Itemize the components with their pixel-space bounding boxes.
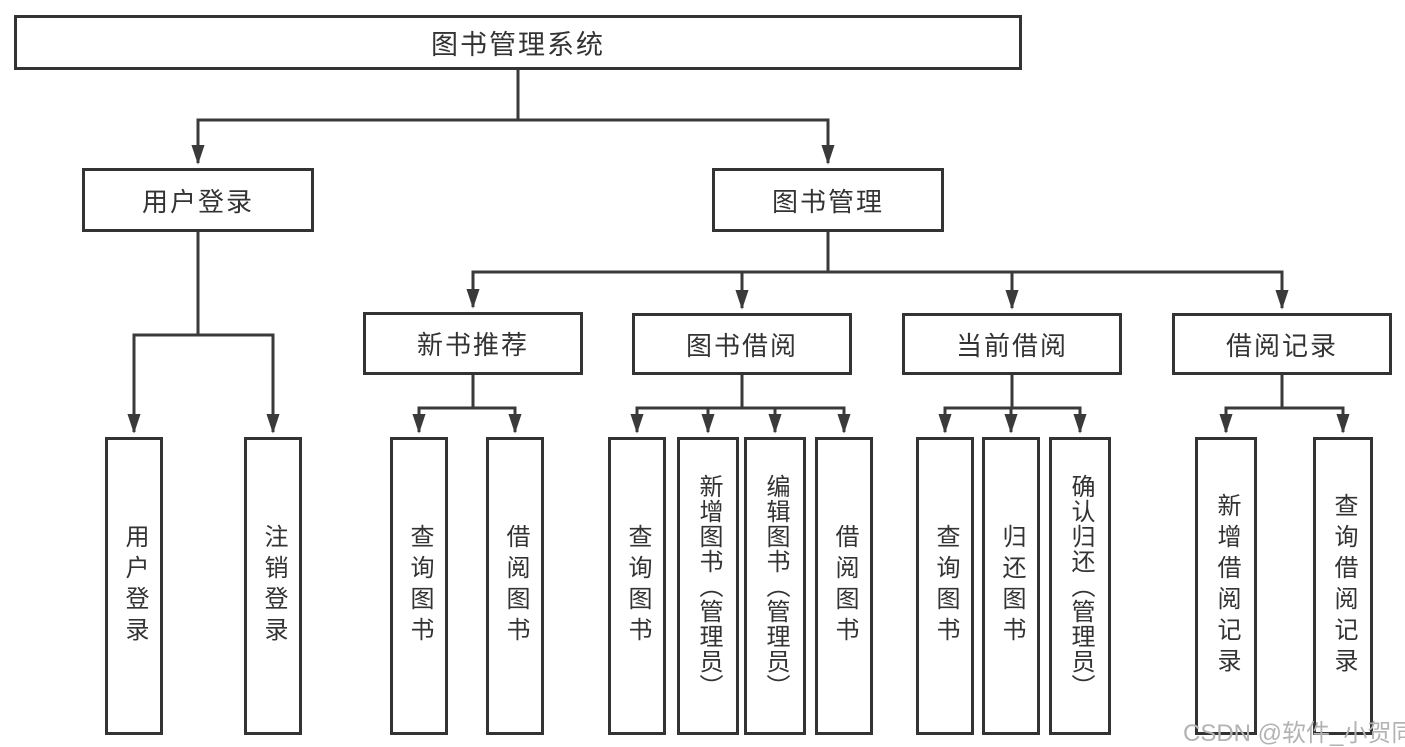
connector-user-login-to-children	[127, 232, 280, 434]
node-book-borrowing: 图书借阅	[632, 313, 852, 375]
node-label: 编辑图书（管理员）	[762, 473, 789, 699]
node-borrow-books-newbooks: 借阅图书	[486, 437, 544, 735]
connector-book-mgmt-to-level3	[466, 232, 1289, 310]
node-confirm-return-admin: 确认归还（管理员）	[1049, 437, 1111, 735]
connector-current-borrow-to-children	[938, 375, 1087, 434]
node-label: 新书推荐	[416, 330, 529, 360]
node-label: 确认归还（管理员）	[1067, 473, 1094, 699]
node-label: 借阅图书	[502, 524, 529, 648]
node-label: 查询借阅记录	[1330, 493, 1357, 679]
node-label: 用户登录	[141, 186, 254, 217]
node-label: 用户登录	[121, 524, 148, 648]
node-label: 查询图书	[406, 524, 433, 648]
connector-new-books-to-children	[412, 375, 522, 434]
connector-root-to-level2	[191, 70, 835, 165]
node-label: 新增借阅记录	[1213, 493, 1240, 679]
node-add-books-admin: 新增图书（管理员）	[677, 437, 739, 735]
node-query-books-newbooks: 查询图书	[390, 437, 448, 735]
connector-borrow-records-to-children	[1219, 375, 1350, 434]
node-add-borrow-record: 新增借阅记录	[1195, 437, 1257, 735]
node-label: 借阅图书	[831, 524, 858, 648]
node-label: 图书借阅	[685, 330, 798, 361]
node-logout: 注销登录	[244, 437, 302, 735]
node-label: 注销登录	[260, 524, 287, 648]
csdn-watermark: CSDN @软件_小贺同学	[1183, 720, 1405, 747]
node-label: 查询图书	[624, 524, 651, 648]
node-new-book-recommendation: 新书推荐	[363, 312, 583, 375]
node-query-borrow-record: 查询借阅记录	[1313, 437, 1373, 735]
node-user-login: 用户登录	[82, 168, 314, 232]
node-label: 新增图书（管理员）	[695, 473, 722, 699]
node-borrowing-records: 借阅记录	[1172, 313, 1392, 375]
node-borrow-books-borrowing: 借阅图书	[815, 437, 873, 735]
node-edit-books-admin: 编辑图书（管理员）	[744, 437, 806, 735]
connector-book-borrow-to-children	[630, 375, 851, 434]
node-query-books-borrowing: 查询图书	[608, 437, 666, 735]
node-label: 图书管理系统	[431, 30, 605, 60]
node-current-borrowing: 当前借阅	[902, 313, 1122, 375]
node-book-management: 图书管理	[712, 168, 944, 232]
node-label: 借阅记录	[1225, 330, 1338, 361]
node-label: 图书管理	[771, 186, 884, 217]
node-return-books: 归还图书	[982, 437, 1040, 735]
node-label: 查询图书	[932, 524, 959, 648]
node-query-books-current: 查询图书	[916, 437, 974, 735]
node-user-login-leaf: 用户登录	[105, 437, 163, 735]
node-root-library-management-system: 图书管理系统	[14, 15, 1022, 70]
node-label: 归还图书	[998, 524, 1025, 648]
node-label: 当前借阅	[955, 330, 1068, 361]
